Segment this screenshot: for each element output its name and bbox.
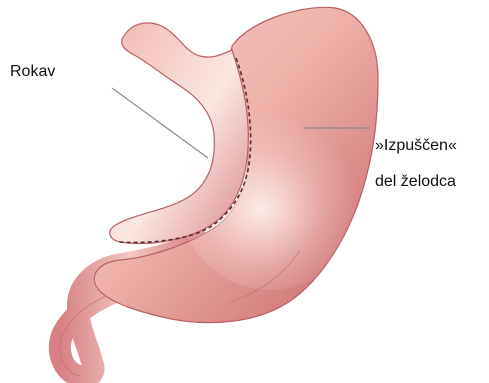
pouch-leader-line bbox=[112, 88, 208, 158]
bypassed-label-line-2: del želodca bbox=[375, 174, 456, 190]
pouch-label: Rokav bbox=[10, 64, 55, 80]
stomach-pouch bbox=[110, 23, 249, 244]
bypassed-label-line-1: »Izpuščen« bbox=[375, 138, 457, 154]
